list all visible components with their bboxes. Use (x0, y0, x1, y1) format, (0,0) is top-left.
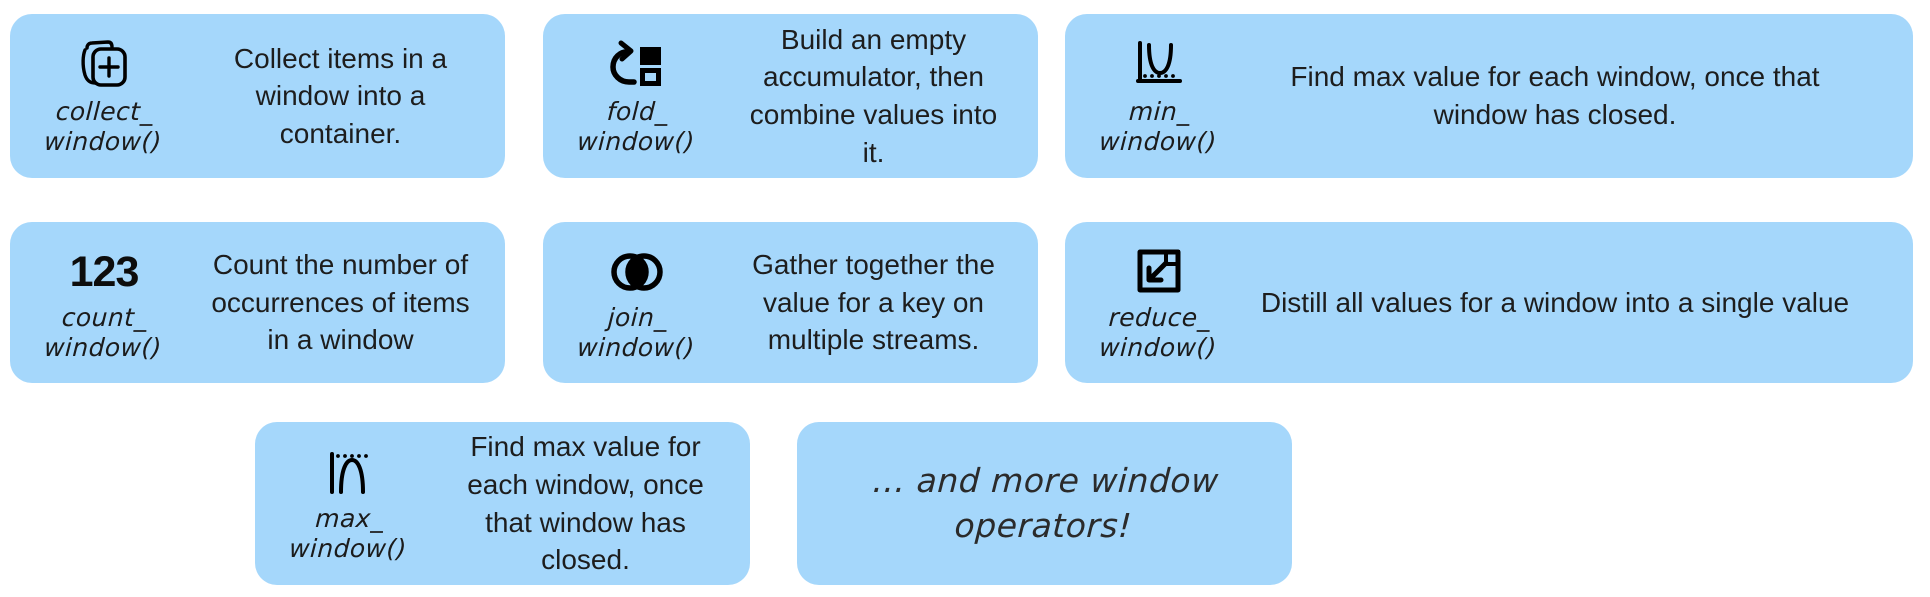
card-max-window-description: Find max value for each window, once tha… (467, 431, 704, 576)
collect-stack-plus-icon (72, 37, 136, 95)
card-max-window-left: max_ window() (255, 438, 443, 569)
card-min-window[interactable]: min_ window() Find max value for each wi… (1065, 14, 1913, 178)
card-min-window-description: Find max value for each window, once tha… (1290, 61, 1820, 130)
card-join-window-label: join_ window() (577, 303, 698, 362)
card-count-window-left: 123 count_ window() (10, 237, 198, 368)
card-more-operators[interactable]: ... and more window operators! (797, 422, 1292, 585)
card-join-window-description: Gather together the value for a key on m… (752, 249, 995, 356)
card-min-window-left: min_ window() (1065, 31, 1253, 162)
max-inverted-parabola-chart-icon (317, 444, 381, 502)
reduce-collapse-arrow-icon (1127, 243, 1191, 301)
card-fold-window-right: Build an empty accumulator, then combine… (731, 17, 1038, 175)
op-name-line-2: window() (576, 126, 696, 155)
numeric-123-glyph: 123 (69, 247, 140, 296)
more-operators-text: ... and more window operators! (797, 459, 1292, 548)
card-reduce-window-right: Distill all values for a window into a s… (1253, 280, 1913, 326)
card-max-window[interactable]: max_ window() Find max value for each wi… (255, 422, 750, 585)
op-name-line-1: reduce_ (1108, 303, 1212, 332)
op-name-line-1: join_ (607, 303, 669, 332)
card-reduce-window-description: Distill all values for a window into a s… (1260, 286, 1850, 318)
card-join-window[interactable]: join_ window() Gather together the value… (543, 222, 1038, 383)
more-operators-line-1: ... and more window (871, 460, 1220, 500)
card-fold-window-description: Build an empty accumulator, then combine… (749, 23, 998, 168)
card-max-window-right: Find max value for each window, once tha… (443, 424, 750, 582)
join-venn-circles-icon (605, 243, 669, 301)
op-name-line-2: window() (576, 332, 696, 362)
card-count-window[interactable]: 123 count_ window() Count the number of … (10, 222, 505, 383)
op-name-line-1: collect_ (55, 96, 155, 126)
op-name-line-1: min_ (1128, 96, 1192, 126)
op-name-line-1: fold_ (606, 96, 670, 126)
card-count-window-right: Count the number of occurrences of items… (198, 242, 505, 363)
op-name-line-1: max_ (314, 504, 385, 533)
card-fold-window[interactable]: fold_ window() Build an empty accumulato… (543, 14, 1038, 178)
card-collect-window-right: Collect items in a window into a contain… (198, 36, 505, 157)
fold-rotate-squares-icon (605, 37, 669, 95)
op-name-line-2: window() (43, 126, 163, 155)
card-count-window-description: Count the number of occurrences of items… (211, 249, 470, 356)
card-collect-window-label: collect_ window() (44, 97, 165, 156)
op-name-line-2: window() (43, 332, 163, 362)
numeric-123-icon: 123 (69, 243, 140, 301)
card-min-window-right: Find max value for each window, once tha… (1253, 54, 1913, 137)
card-fold-window-label: fold_ window() (577, 97, 698, 156)
card-reduce-window-left: reduce_ window() (1065, 237, 1253, 368)
card-max-window-label: max_ window() (289, 504, 410, 563)
op-name-line-2: window() (288, 533, 408, 563)
card-count-window-label: count_ window() (44, 303, 165, 362)
card-collect-window-description: Collect items in a window into a contain… (233, 42, 448, 149)
card-min-window-label: min_ window() (1099, 97, 1220, 156)
card-reduce-window-label: reduce_ window() (1099, 303, 1220, 362)
card-join-window-right: Gather together the value for a key on m… (731, 242, 1038, 363)
card-collect-window[interactable]: collect_ window() Collect items in a win… (10, 14, 505, 178)
op-name-line-1: count_ (61, 303, 149, 332)
more-operators-line-2: operators! (953, 505, 1134, 545)
op-name-line-2: window() (1098, 332, 1218, 362)
op-name-line-2: window() (1098, 126, 1218, 155)
card-collect-window-left: collect_ window() (10, 31, 198, 162)
card-join-window-left: join_ window() (543, 237, 731, 368)
card-fold-window-left: fold_ window() (543, 31, 731, 162)
min-parabola-chart-icon (1127, 37, 1191, 95)
card-reduce-window[interactable]: reduce_ window() Distill all values for … (1065, 222, 1913, 383)
